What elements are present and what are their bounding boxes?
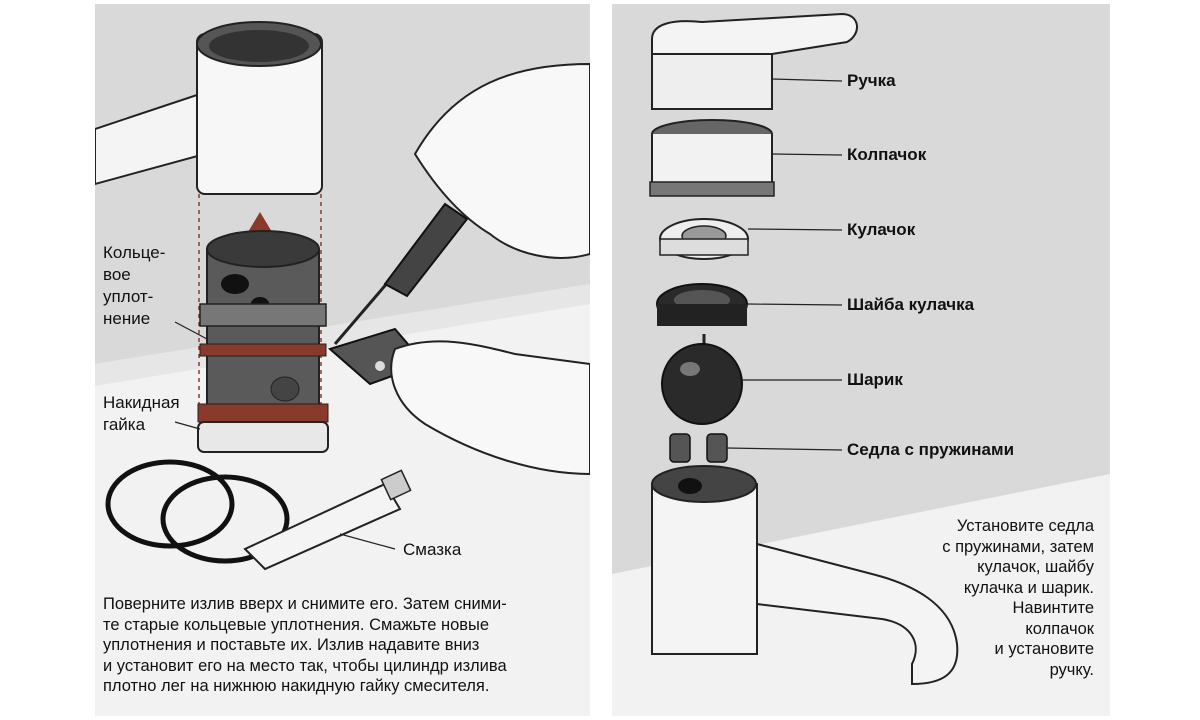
cam-washer-part [657,284,747,326]
faucet-cylinder [198,231,328,452]
label-union-nut: Накидная гайка [103,392,180,436]
left-illustration-panel: Кольце- вое уплот- нение Накидная гайка … [95,4,590,716]
label-cam-washer: Шайба кулачка [847,294,974,316]
seats-springs-part [670,434,727,462]
label-ball: Шарик [847,369,903,391]
label-cap: Колпачок [847,144,926,166]
panel-divider [597,4,600,716]
cam-part [660,219,748,259]
label-grease: Смазка [403,539,461,561]
ball-part [662,334,742,424]
label-seats-springs: Седла с пружинами [847,439,1014,461]
right-instruction-text: Установите седла с пружинами, затем кула… [942,516,1094,680]
left-instruction-text: Поверните излив вверх и снимите его. Зат… [103,594,507,697]
cap-part [650,120,774,196]
right-illustration-panel: Ручка Колпачок Кулачок Шайба кулачка Шар… [612,4,1110,716]
spout [95,22,322,194]
label-o-ring: Кольце- вое уплот- нение [103,242,165,330]
label-handle: Ручка [847,70,896,92]
handle-part [652,14,857,109]
label-cam: Кулачок [847,219,915,241]
